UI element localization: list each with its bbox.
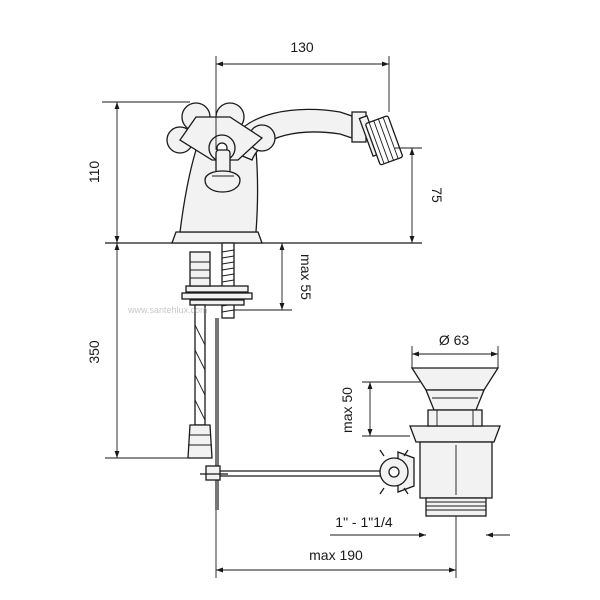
dimension-110: 110: [86, 101, 190, 243]
label-diameter-63: Ø 63: [439, 332, 470, 348]
dimension-75: 75: [395, 147, 445, 243]
dimension-350: 350: [86, 243, 212, 459]
label-max-50: max 50: [339, 387, 355, 433]
flexible-hose: [187, 251, 213, 459]
label-75: 75: [429, 187, 445, 203]
fixing-washers: [181, 285, 253, 306]
label-max-190: max 190: [309, 547, 363, 563]
watermark: www.santehlux.com: [127, 305, 208, 315]
cross-handle: [166, 102, 276, 193]
label-thread: 1" - 1"1/4: [335, 514, 393, 530]
popup-rod: [200, 318, 380, 510]
label-130: 130: [290, 39, 314, 55]
waste-assembly: [379, 367, 501, 517]
label-110: 110: [86, 161, 102, 184]
dimension-max-190: max 190: [215, 510, 457, 578]
dimension-diameter-63: Ø 63: [411, 332, 499, 368]
label-350: 350: [86, 340, 102, 364]
dimension-130: 130: [215, 39, 390, 150]
dimension-max-55: max 55: [234, 243, 314, 311]
label-max-55: max 55: [298, 254, 314, 300]
dimension-thread: 1" - 1"1/4: [330, 514, 510, 538]
dimension-max-50: max 50: [339, 381, 420, 437]
threaded-rod: [221, 242, 235, 319]
